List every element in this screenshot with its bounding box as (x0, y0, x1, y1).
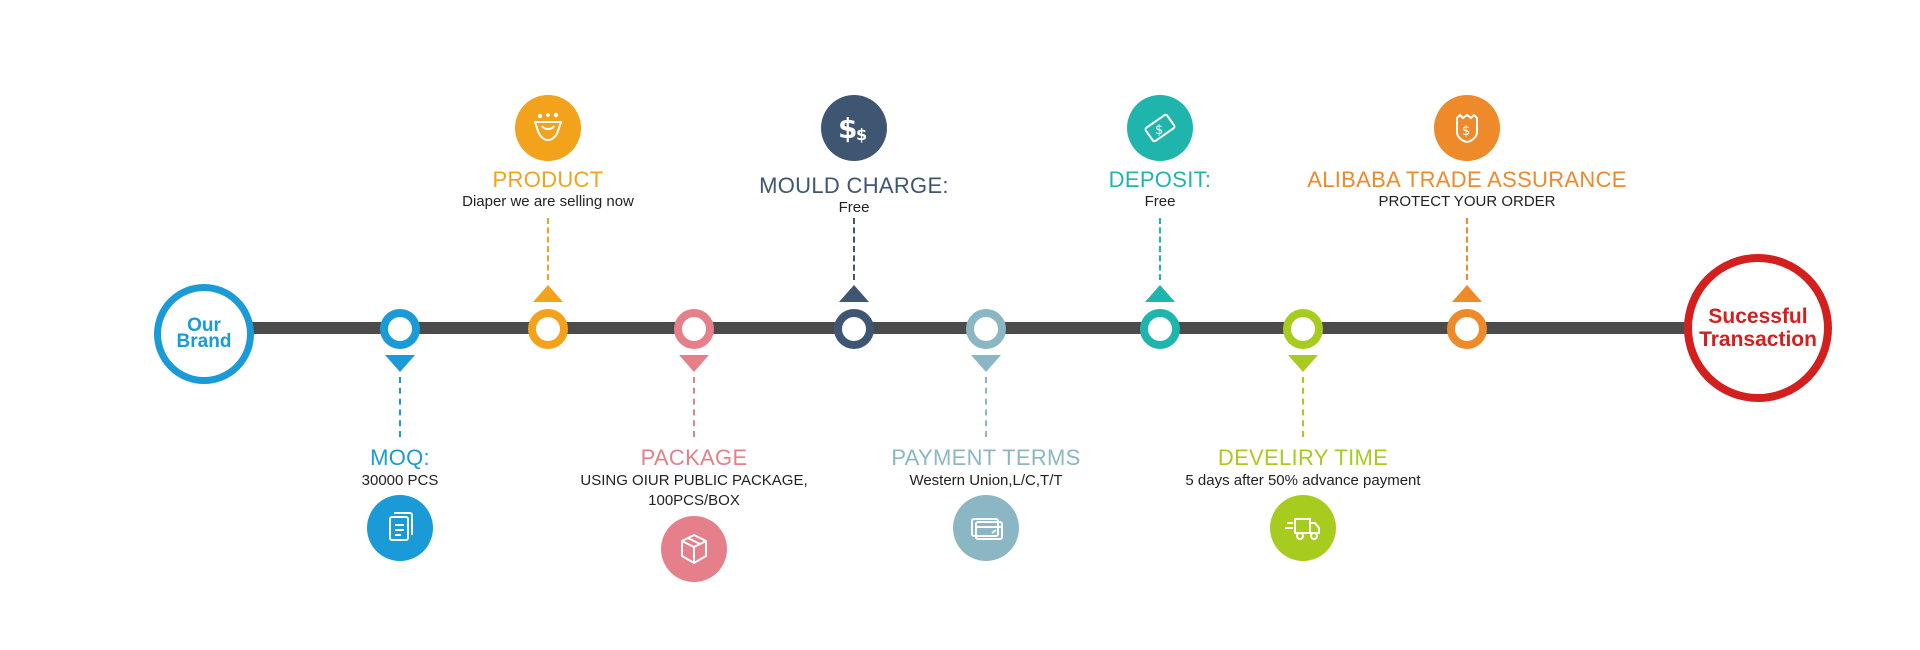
truck-icon (1270, 495, 1336, 561)
step-title: PRODUCT (492, 167, 604, 192)
connector-line (693, 377, 695, 437)
step-title: ALIBABA TRADE ASSURANCE (1307, 167, 1627, 192)
timeline-node (528, 309, 568, 349)
money-icon: $ (1127, 95, 1193, 161)
pointer-triangle-up (1145, 285, 1175, 302)
credit-card-icon (953, 495, 1019, 561)
step-subtitle: Western Union,L/C,T/T (909, 472, 1063, 489)
timeline-bar (235, 322, 1695, 334)
start-node: Our Brand (154, 284, 254, 384)
pointer-triangle-down (679, 355, 709, 372)
step-title: PAYMENT TERMS (891, 445, 1081, 470)
pointer-triangle-up (1452, 285, 1482, 302)
step-subtitle: Free (838, 199, 870, 216)
timeline-node (834, 309, 874, 349)
timeline-node (380, 309, 420, 349)
start-label: Our Brand (176, 315, 232, 352)
pointer-triangle-down (971, 355, 1001, 372)
diaper-icon (515, 95, 581, 161)
connector-line (985, 377, 987, 437)
step-title: MOULD CHARGE: (759, 173, 949, 198)
step-title: DEVELIRY TIME (1217, 445, 1389, 470)
end-label: Sucessful Transaction (1699, 305, 1817, 351)
timeline-node (1447, 309, 1487, 349)
timeline-node (674, 309, 714, 349)
step-title: DEPOSIT: (1108, 167, 1212, 192)
pointer-triangle-down (385, 355, 415, 372)
step-subtitle: PROTECT YOUR ORDER (1378, 193, 1556, 210)
connector-line (853, 218, 855, 280)
connector-line (399, 377, 401, 437)
pointer-triangle-up (839, 285, 869, 302)
step-subtitle: Diaper we are selling now (462, 193, 634, 210)
step-title: MOQ: (370, 445, 430, 470)
svg-text:$: $ (856, 125, 867, 144)
end-node: Sucessful Transaction (1684, 254, 1832, 402)
svg-text:$: $ (1462, 124, 1470, 139)
box-icon (661, 516, 727, 582)
step-title: PACKAGE (640, 445, 748, 470)
svg-text:$: $ (838, 112, 857, 145)
timeline-node (1140, 309, 1180, 349)
step-subtitle: 5 days after 50% advance payment (1185, 472, 1421, 489)
pointer-triangle-down (1288, 355, 1318, 372)
connector-line (1302, 377, 1304, 437)
connector-line (1159, 218, 1161, 280)
connector-line (547, 218, 549, 280)
step-subtitle: USING OIUR PUBLIC PACKAGE, 100PCS/BOX (580, 472, 808, 509)
timeline-node (966, 309, 1006, 349)
step-subtitle: 30000 PCS (361, 472, 439, 489)
connector-line (1466, 218, 1468, 280)
document-icon (367, 495, 433, 561)
timeline-node (1283, 309, 1323, 349)
shield-icon: $ (1434, 95, 1500, 161)
pointer-triangle-up (533, 285, 563, 302)
svg-text:$: $ (1155, 123, 1163, 138)
step-subtitle: Free (1144, 193, 1176, 210)
dollar-icon: $$ (821, 95, 887, 161)
